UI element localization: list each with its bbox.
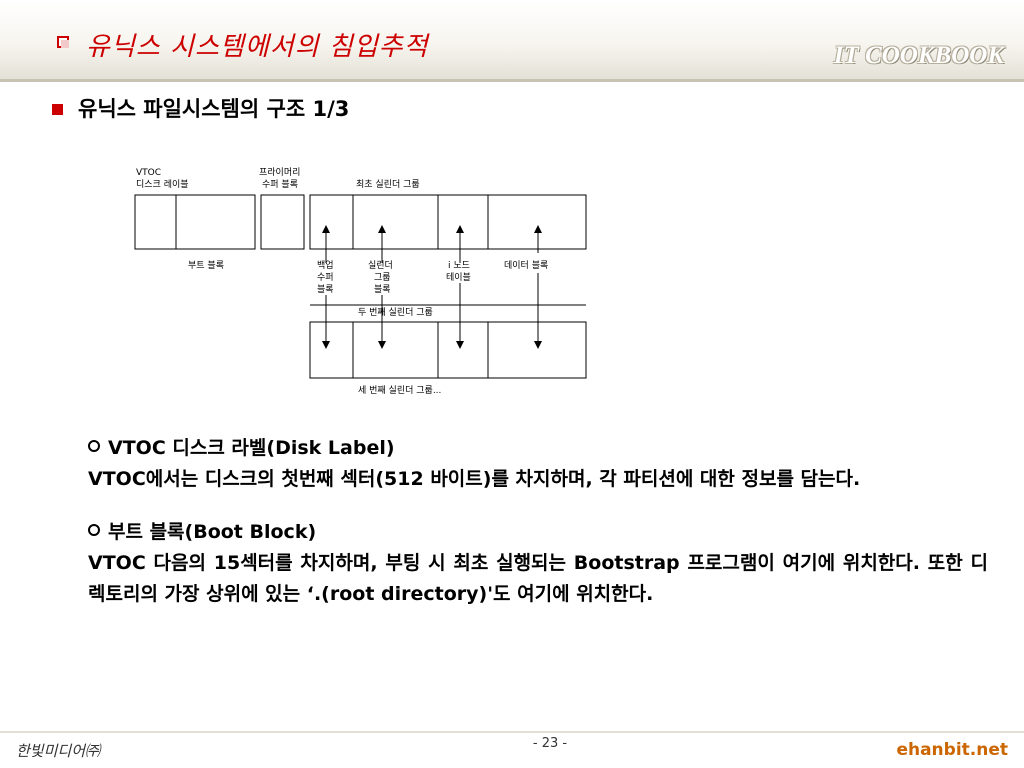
second-group-box-3 [437,321,489,379]
label-second-group: 두 번째 실린더 그룹 [358,307,433,318]
label-backup-3: 블록 [317,284,334,295]
footer-site: ehanbit.net [896,740,1008,760]
content-body: VTOC 디스크 라벨(Disk Label) VTOC에서는 디스크의 첫번째… [88,433,988,610]
footer-divider [0,731,1024,733]
first-group-box-2 [352,194,439,250]
label-backup-1: 백업 [317,260,334,271]
label-boot-block: 부트 블록 [188,260,224,271]
label-inode-2: 테이블 [446,272,471,283]
label-super-block: 수퍼 블록 [262,179,298,190]
item-description-vtoc: VTOC에서는 디스크의 첫번째 섹터(512 바이트)를 차지하며, 각 파티… [88,468,861,490]
slide-title: 유닉스 시스템에서의 침입추적 [86,32,429,62]
footer-publisher: 한빛미디어㈜ [16,742,101,760]
filesystem-diagram: VTOC 디스크 레이블 프라이머리 수퍼 블록 최초 실린더 그룹 부트 블록… [134,167,587,396]
slide-header: 유닉스 시스템에서의 침입추적 IT COOKBOOK [0,0,1024,82]
boot-box [175,194,256,250]
first-group-box-1 [309,194,354,250]
second-group-box-1 [309,321,354,379]
square-bullet-icon [52,104,63,115]
second-group-box-4 [487,321,587,379]
label-first-group: 최초 실린더 그룹 [356,179,420,190]
first-group-box-4 [487,194,587,250]
vtoc-box [134,194,177,250]
label-inode-1: i 노드 [448,260,470,271]
first-group-box-3 [437,194,489,250]
brand-logo: IT COOKBOOK [833,42,1004,69]
label-disk-label: 디스크 레이블 [136,179,189,190]
primary-superblock-box [260,194,305,250]
item-heading-vtoc: VTOC 디스크 라벨(Disk Label) [88,433,988,464]
label-data-block: 데이터 블록 [504,260,548,271]
second-group-box-2 [352,321,439,379]
label-primary: 프라이머리 [259,167,300,178]
label-cyl-2: 그룹 [374,272,391,283]
item-heading-boot: 부트 블록(Boot Block) [88,517,988,548]
circle-bullet-icon [88,524,100,536]
label-backup-2: 수퍼 [317,272,334,283]
label-third-group: 세 번째 실린더 그룹... [358,385,441,396]
label-vtoc: VTOC [136,168,161,178]
page-number: - 23 - [532,736,568,751]
item-description-boot: VTOC 다음의 15섹터를 차지하며, 부팅 시 최초 실행되는 Bootst… [88,552,988,605]
label-cyl-3: 블록 [374,284,391,295]
label-cyl-1: 실린더 [368,260,393,271]
circle-bullet-icon [88,440,100,452]
section-title: 유닉스 파일시스템의 구조 1/3 [78,97,350,121]
checkbox-bullet-icon [57,36,69,48]
